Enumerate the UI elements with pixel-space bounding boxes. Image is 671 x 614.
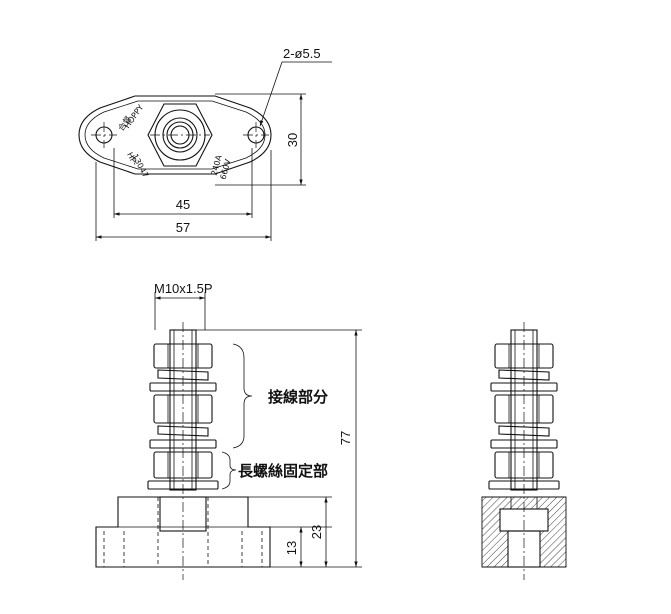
spring-washer-upper xyxy=(157,369,209,381)
spring-washer-lower xyxy=(157,425,209,437)
section-fixing-washer xyxy=(488,480,560,490)
section-insert-core xyxy=(507,530,541,568)
section-flat-washer-upper xyxy=(490,382,558,392)
hole-callout: 2-ø5.5 xyxy=(283,46,321,61)
label-fixing-part: 長螺絲固定部 xyxy=(238,462,328,480)
total-height-dimension: 77 xyxy=(338,431,353,445)
front-view: M10x1.5P xyxy=(95,281,362,580)
flat-washer-upper xyxy=(149,382,217,392)
section-spring-washer-upper xyxy=(498,369,550,381)
section-fixing-nut xyxy=(494,451,554,479)
section-flat-washer-lower xyxy=(490,439,558,449)
fixing-washer xyxy=(147,480,219,490)
section-view xyxy=(481,322,567,580)
thread-spec: M10x1.5P xyxy=(154,281,213,296)
fixing-bracket xyxy=(221,451,237,490)
hex-nut-top xyxy=(147,103,213,167)
flange-height-dimension: 13 xyxy=(284,541,299,555)
terminal-base-outline xyxy=(78,95,272,175)
base-height-dimension: 23 xyxy=(309,525,324,539)
section-middle-nut xyxy=(494,394,554,424)
label-connection-part: 接線部分 xyxy=(268,388,328,406)
hole-pitch-dimension: 45 xyxy=(176,197,190,212)
section-spring-washer-lower xyxy=(498,425,550,437)
insert-nut xyxy=(159,496,207,532)
section-upper-nut xyxy=(494,343,554,369)
flat-washer-lower xyxy=(149,439,217,449)
overall-width-dimension: 57 xyxy=(176,220,190,235)
connection-bracket xyxy=(232,343,253,449)
height-dimension: 30 xyxy=(285,133,300,147)
top-view: 合督 HOPPY HP- 13047 240A 660V 2-ø5.5 30 4… xyxy=(78,46,332,241)
fixing-hex-nut xyxy=(153,451,213,479)
upper-hex-nut xyxy=(153,343,213,369)
middle-hex-nut xyxy=(153,394,213,424)
